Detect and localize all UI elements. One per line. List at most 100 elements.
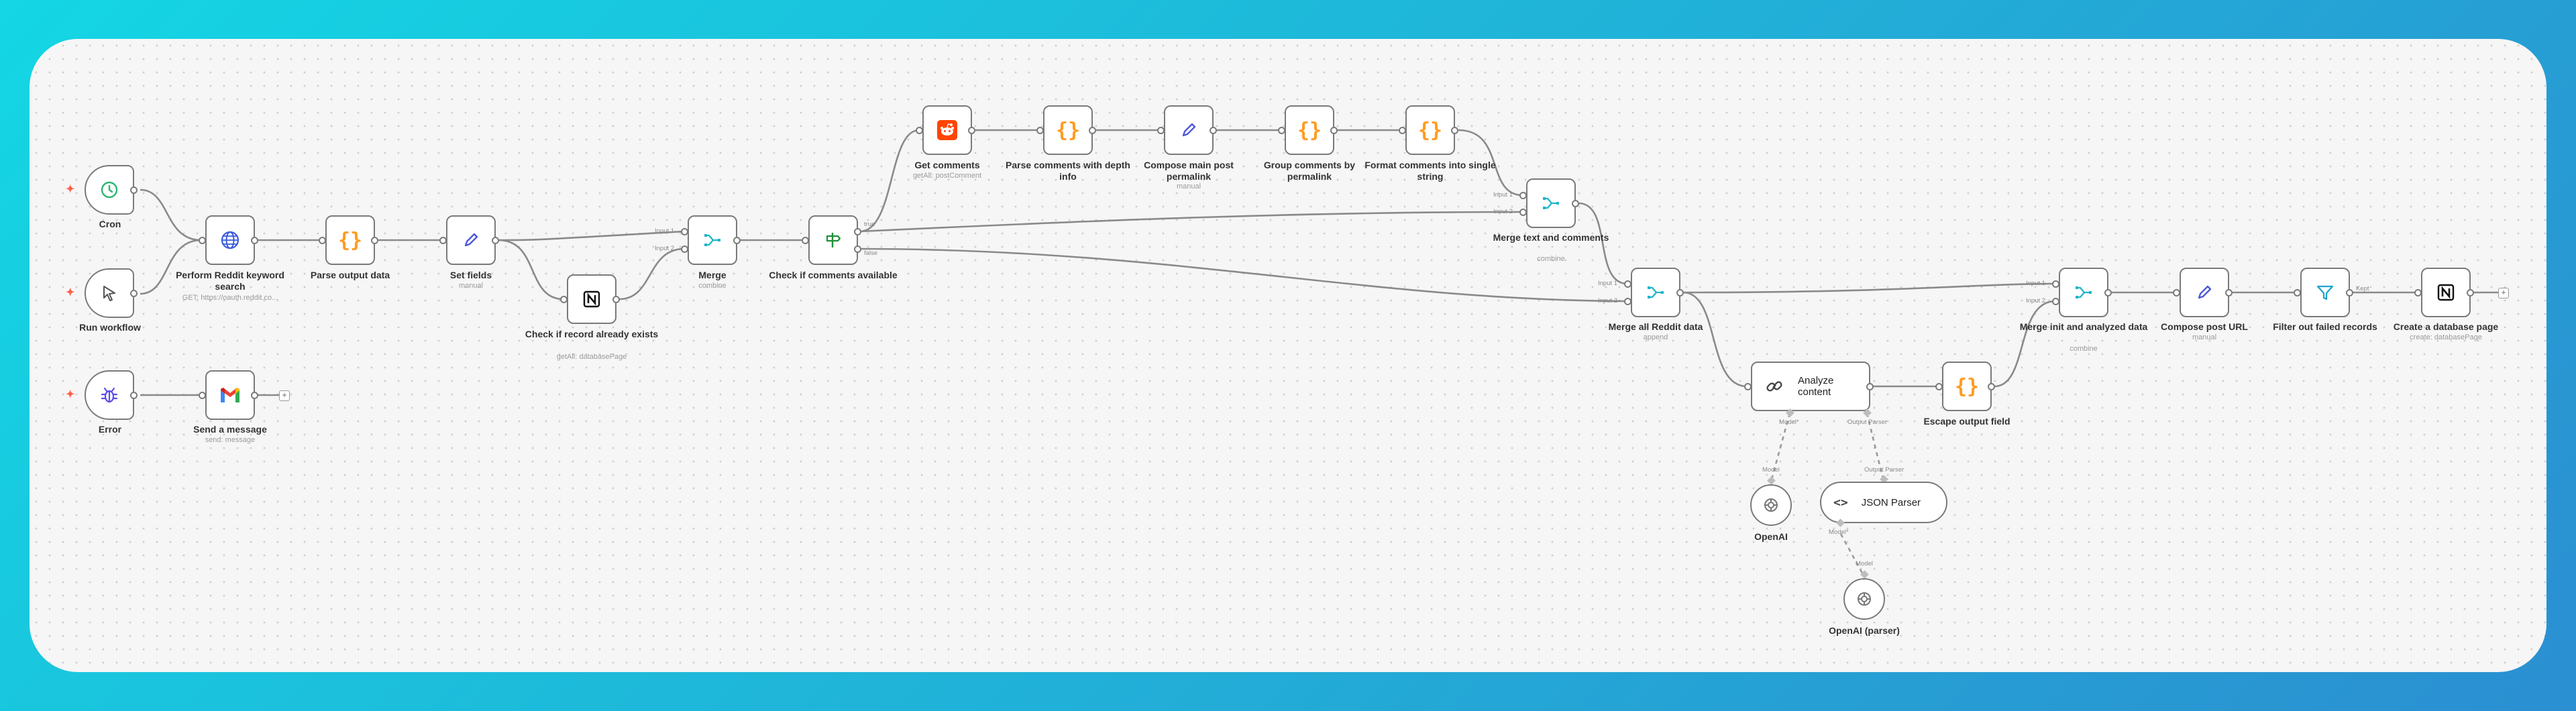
output-port[interactable] bbox=[1089, 127, 1096, 134]
output-port[interactable] bbox=[1210, 127, 1217, 134]
output-port-false[interactable] bbox=[854, 245, 861, 253]
input-port[interactable] bbox=[2173, 289, 2180, 296]
output-port[interactable] bbox=[1866, 383, 1874, 390]
output-port[interactable] bbox=[2467, 289, 2474, 296]
output-port[interactable] bbox=[130, 290, 138, 297]
code-brackets-icon: <> bbox=[1833, 495, 1848, 510]
filter-failed-node[interactable] bbox=[2300, 268, 2350, 317]
input-port[interactable] bbox=[2414, 289, 2422, 296]
output-port[interactable] bbox=[492, 237, 499, 244]
port-label: Input 1 bbox=[1598, 280, 1618, 287]
node-label: Group comments by permalink bbox=[1263, 160, 1356, 182]
openai-node[interactable] bbox=[1750, 484, 1792, 526]
input-port[interactable] bbox=[1519, 209, 1527, 216]
set-fields-node[interactable] bbox=[446, 215, 496, 265]
input-port[interactable] bbox=[681, 228, 688, 235]
check-record-node[interactable] bbox=[567, 274, 616, 324]
output-port[interactable] bbox=[251, 237, 258, 244]
port-label: Output Parser bbox=[1847, 419, 1888, 426]
input-port[interactable] bbox=[199, 392, 206, 399]
output-port-true[interactable] bbox=[854, 228, 861, 235]
port-label: Input 2 bbox=[2026, 297, 2046, 305]
input-port[interactable] bbox=[1157, 127, 1165, 134]
parse-output-node[interactable]: {} bbox=[325, 215, 375, 265]
node-label: Format comments into single string bbox=[1364, 160, 1496, 182]
output-port[interactable] bbox=[733, 237, 741, 244]
input-port[interactable] bbox=[2294, 289, 2301, 296]
add-node-button[interactable]: + bbox=[279, 390, 290, 401]
output-port[interactable] bbox=[1451, 127, 1458, 134]
input-port[interactable] bbox=[560, 296, 568, 303]
connection bbox=[498, 230, 685, 241]
error-trigger-node[interactable] bbox=[85, 370, 134, 420]
port-label: Input 2 bbox=[655, 245, 675, 252]
merge-icon bbox=[1646, 282, 1666, 303]
input-port[interactable] bbox=[439, 237, 447, 244]
reddit-search-node[interactable] bbox=[205, 215, 255, 265]
compose-post-url-node[interactable] bbox=[2180, 268, 2229, 317]
input-port[interactable] bbox=[1624, 298, 1631, 305]
parse-comments-node[interactable]: {} bbox=[1043, 105, 1093, 155]
input-port[interactable] bbox=[1519, 192, 1527, 199]
output-port[interactable] bbox=[130, 186, 138, 194]
input-port[interactable] bbox=[2052, 298, 2059, 305]
input-port[interactable] bbox=[1399, 127, 1406, 134]
send-message-node[interactable] bbox=[205, 370, 255, 420]
input-port[interactable] bbox=[1744, 383, 1752, 390]
sub-connection bbox=[1770, 413, 1791, 482]
create-page-node[interactable] bbox=[2421, 268, 2471, 317]
format-comments-node[interactable]: {} bbox=[1405, 105, 1455, 155]
add-node-button[interactable]: + bbox=[2498, 288, 2509, 298]
json-parser-node[interactable]: <> JSON Parser bbox=[1820, 482, 1947, 523]
output-port[interactable] bbox=[2346, 289, 2353, 296]
code-braces-icon: {} bbox=[1954, 374, 1980, 398]
merge-text-comments-node[interactable] bbox=[1526, 178, 1576, 228]
merge-all-node[interactable] bbox=[1631, 268, 1680, 317]
input-port[interactable] bbox=[2052, 280, 2059, 288]
output-port[interactable] bbox=[2104, 289, 2112, 296]
input-port[interactable] bbox=[802, 237, 809, 244]
connection bbox=[140, 239, 202, 295]
node-label: Escape output field bbox=[1923, 416, 2010, 427]
input-port[interactable] bbox=[1036, 127, 1044, 134]
node-label: Run workflow bbox=[79, 322, 141, 333]
merge-init-node[interactable] bbox=[2059, 268, 2108, 317]
input-port[interactable] bbox=[319, 237, 326, 244]
port-label: true bbox=[864, 221, 875, 228]
output-port[interactable] bbox=[1572, 200, 1579, 207]
merge-node[interactable] bbox=[688, 215, 737, 265]
workflow-canvas[interactable]: ✦ Cron ✦ Run workflow ✦ Error Perform Re… bbox=[30, 39, 2546, 672]
connection bbox=[1682, 291, 1748, 388]
output-port[interactable] bbox=[130, 392, 138, 399]
connection bbox=[1994, 300, 2056, 388]
get-comments-node[interactable] bbox=[922, 105, 972, 155]
output-port[interactable] bbox=[2225, 289, 2233, 296]
run-workflow-node[interactable] bbox=[85, 268, 134, 318]
group-comments-node[interactable]: {} bbox=[1285, 105, 1334, 155]
input-port[interactable] bbox=[1278, 127, 1285, 134]
output-port[interactable] bbox=[1676, 289, 1684, 296]
openai-icon bbox=[1762, 496, 1780, 514]
input-port[interactable] bbox=[916, 127, 923, 134]
node-subtitle: getAll: databasePage bbox=[556, 353, 627, 361]
output-port[interactable] bbox=[1330, 127, 1338, 134]
code-braces-icon: {} bbox=[1297, 118, 1322, 142]
openai-parser-node[interactable] bbox=[1843, 578, 1885, 620]
output-port[interactable] bbox=[251, 392, 258, 399]
input-port[interactable] bbox=[1935, 383, 1943, 390]
escape-output-node[interactable]: {} bbox=[1942, 362, 1992, 411]
input-port[interactable] bbox=[1624, 280, 1631, 288]
output-port[interactable] bbox=[1988, 383, 1995, 390]
node-subtitle: manual bbox=[458, 282, 484, 290]
cron-node[interactable] bbox=[85, 165, 134, 215]
check-comments-node[interactable] bbox=[808, 215, 858, 265]
output-port[interactable] bbox=[968, 127, 975, 134]
input-port[interactable] bbox=[199, 237, 206, 244]
sub-connection bbox=[1866, 413, 1885, 482]
output-port[interactable] bbox=[371, 237, 378, 244]
compose-main-node[interactable] bbox=[1164, 105, 1214, 155]
merge-icon bbox=[2074, 282, 2094, 303]
input-port[interactable] bbox=[681, 245, 688, 253]
output-port[interactable] bbox=[612, 296, 620, 303]
analyze-content-node[interactable]: Analyze content bbox=[1751, 362, 1870, 411]
